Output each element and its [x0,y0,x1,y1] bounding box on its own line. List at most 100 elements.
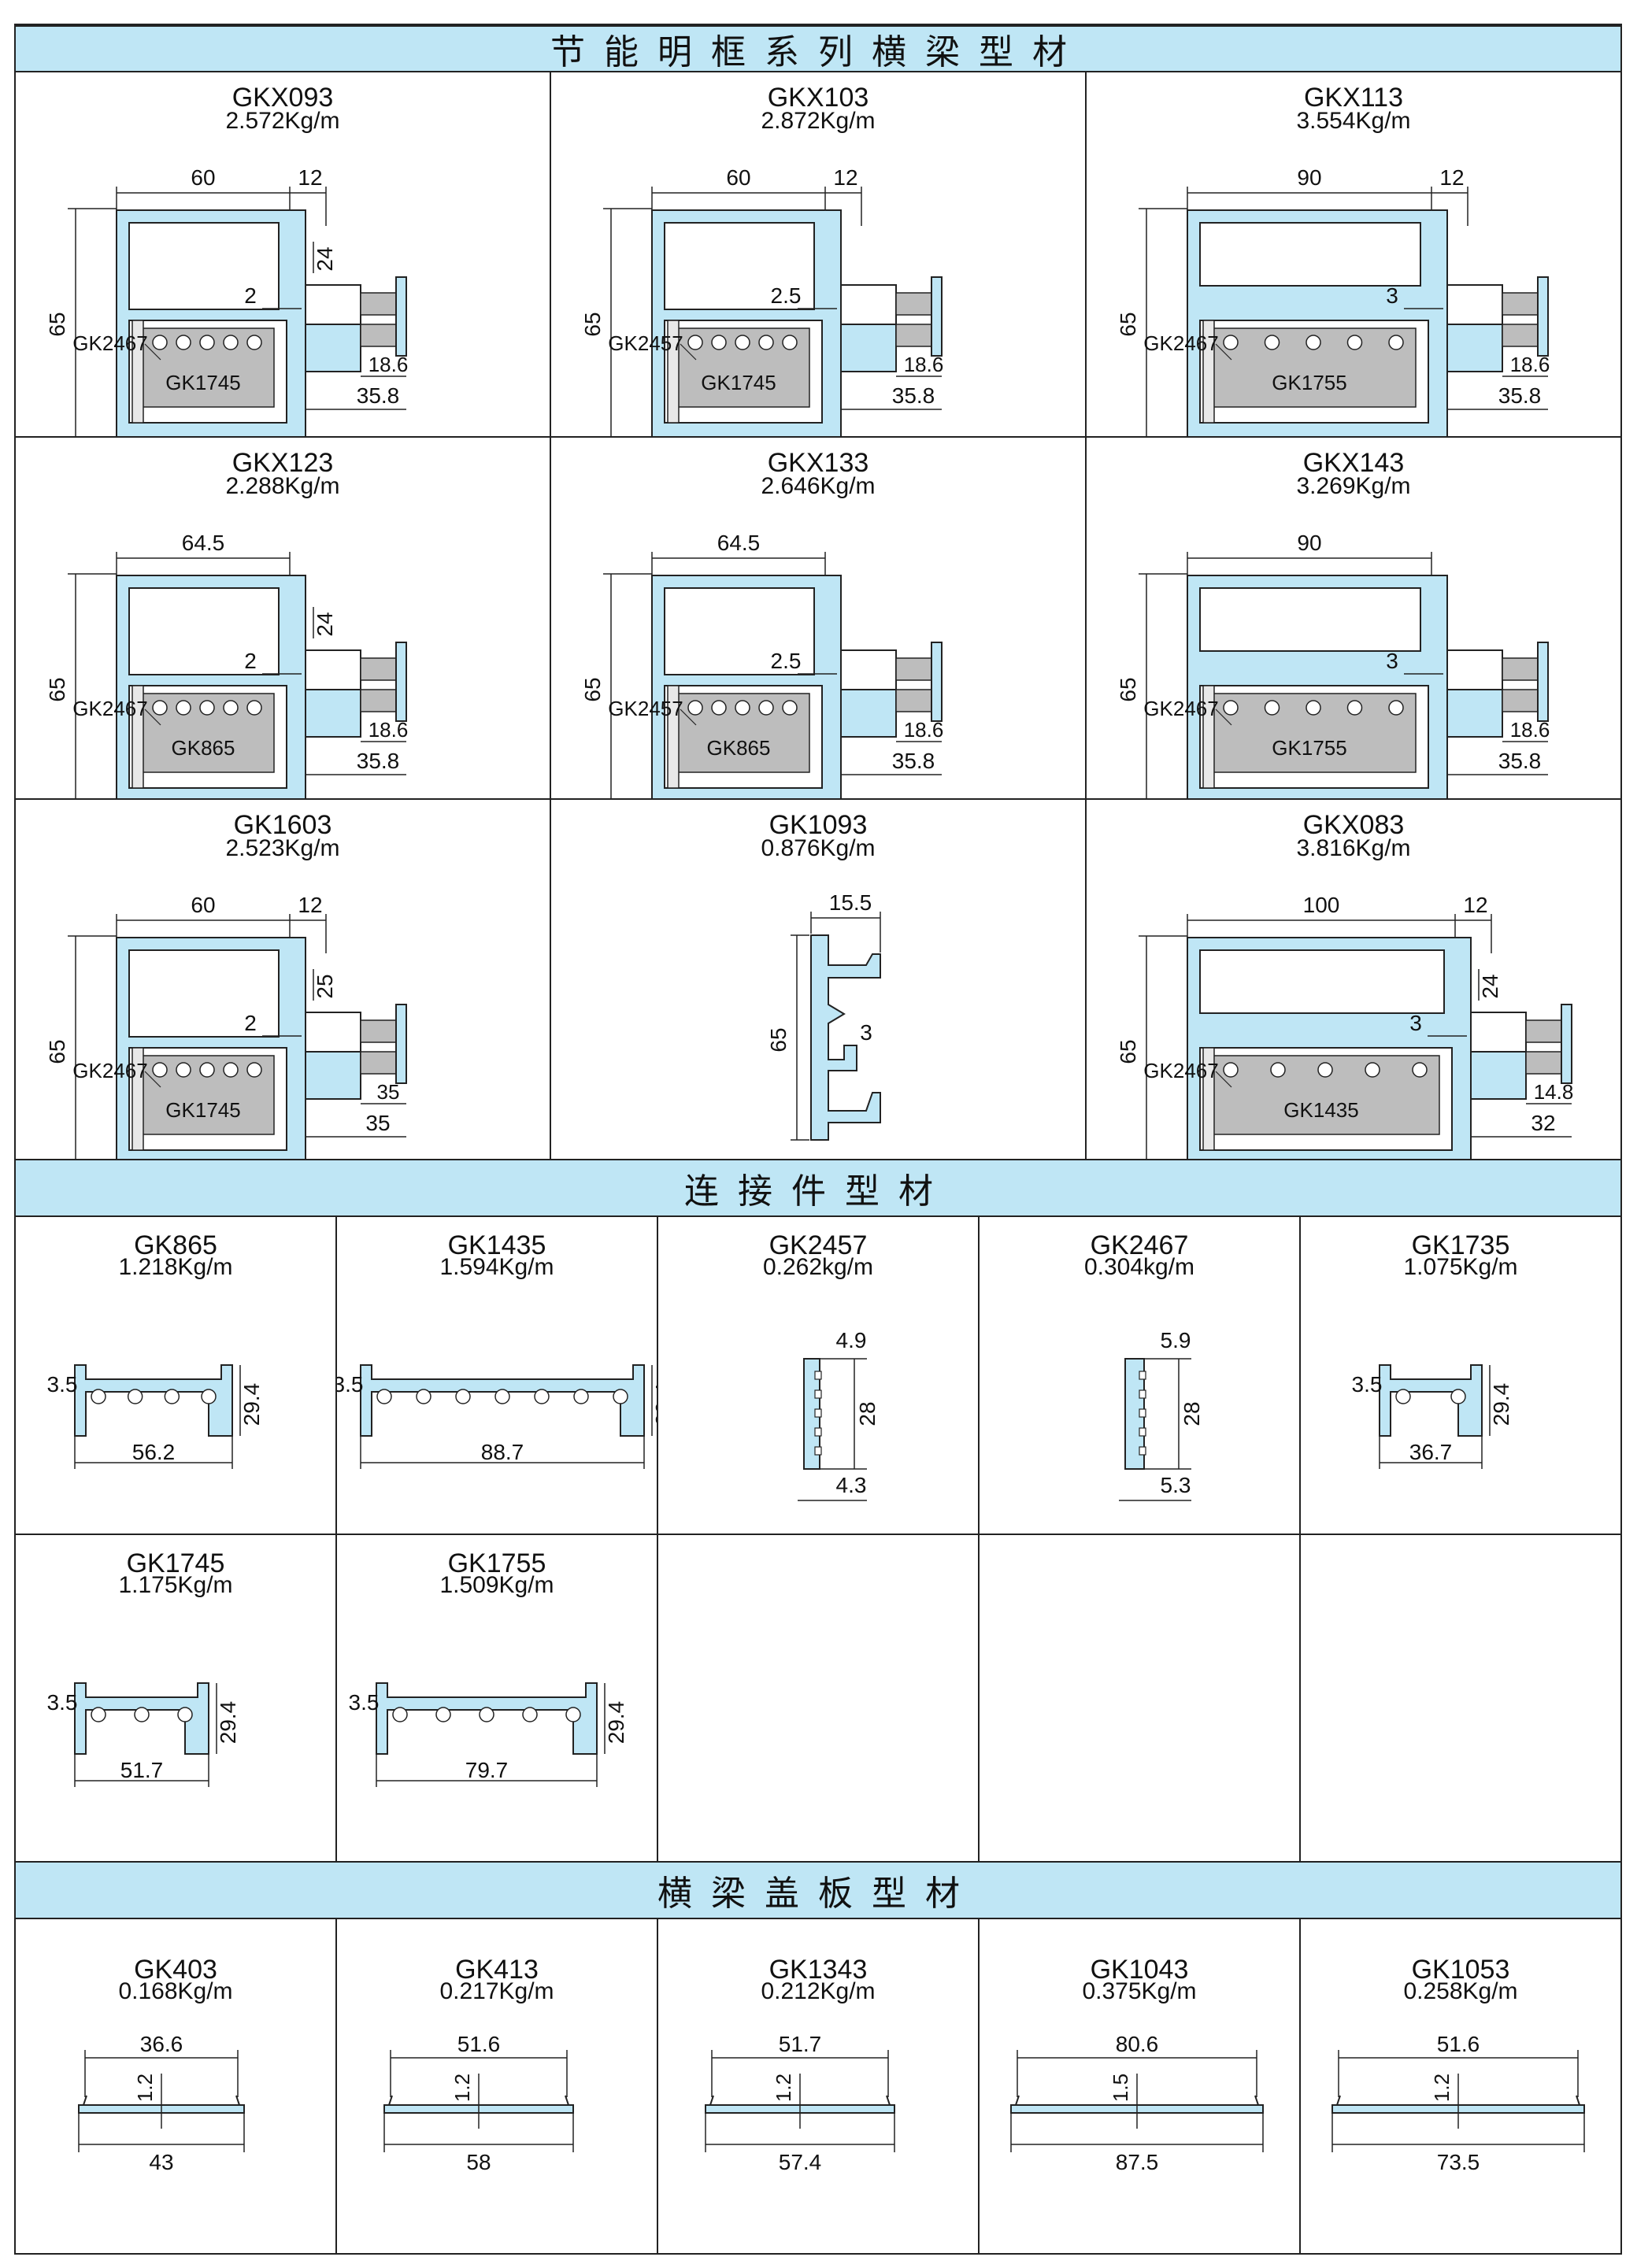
glazing-gasket [360,292,397,316]
insert-slot [1223,1062,1239,1078]
glazing-lip [931,276,943,357]
gasket-notch [814,1446,822,1456]
nose-chamber [1446,649,1503,690]
profile-code: GK1093 [769,810,868,840]
leader-line [144,1071,161,1088]
dimension-height: 65 [766,1027,791,1052]
dimension-wall: 3.5 [349,1690,380,1715]
insert-slot [735,700,750,716]
label-gasket: GK2467 [1143,697,1218,720]
dimension-thickness: 1.2 [450,2074,474,2102]
dimension-width: 79.7 [465,1758,509,1782]
profile-code: GK403 [134,1955,217,1985]
dimension-bottom: 73.5 [1437,2150,1480,2174]
profile-weight: 1.218Kg/m [118,1254,233,1280]
dimension-width: 51.7 [120,1758,164,1782]
screw-slot [376,1389,392,1404]
dimension-height: 28 [1180,1401,1204,1426]
dimension-gap: 3 [1386,649,1398,673]
insert-slot [758,700,774,716]
profile-weight: 0.217Kg/m [439,1978,554,2004]
screw-slot [455,1389,471,1404]
nose-lower [1446,324,1503,372]
cover-drawing: 80.61.587.5 [1010,2032,1264,2174]
dimension-gap: 2.5 [771,649,802,673]
dimension-r3: 35.8 [892,383,935,408]
insert-slot [1306,700,1321,716]
profile-weight: 2.288Kg/m [225,473,340,499]
empty-cell [1301,1535,1620,1861]
nose-lower [840,689,897,738]
dimension-gap: 2 [244,283,257,308]
dimension-top: 51.6 [457,2032,501,2056]
glazing-gasket [1502,324,1539,347]
dimension-height: 65 [1116,677,1140,701]
glazing-gasket [1502,657,1539,681]
insert-slot [1264,335,1280,350]
insert-slot [223,700,239,716]
glazing-gasket [1502,292,1539,316]
dimension-width: 60 [191,165,215,190]
insert-slot [199,700,215,716]
dimension-r1: 24 [1478,974,1502,998]
dimension-thickness: 1.2 [1430,2074,1454,2102]
dimension-wall: 3.5 [47,1690,78,1715]
profile-code: GKX133 [767,448,869,478]
dimension-top: 51.7 [779,2032,822,2056]
leader-line [680,709,697,726]
insert-slot [1223,335,1239,350]
dimension-width: 64.5 [717,531,761,555]
insert-slot [711,700,727,716]
profile-weight: 1.594Kg/m [439,1254,554,1280]
insert-slot [1306,335,1321,350]
glazing-lip [931,642,943,722]
cover-clip [709,2095,891,2106]
dimension-gap: 2 [244,1011,257,1035]
dimension-width: 60 [191,893,215,917]
nose-chamber [840,284,897,325]
dimension-height: 29.4 [651,1383,658,1426]
dimension-height: 65 [580,312,605,336]
label-gasket: GK2457 [608,697,683,720]
gasket-left [131,320,144,424]
dimension-r2: 14.8 [1534,1080,1574,1104]
dimension-width: 15.5 [829,890,872,915]
glazing-gasket [1525,1019,1562,1043]
dimension-height: 29.4 [1489,1383,1513,1426]
profile-code: GK1043 [1090,1955,1189,1985]
dimension-r3: 35.8 [357,383,400,408]
insert-slot [782,335,798,350]
dimension-height: 65 [1116,1039,1140,1064]
screw-slot [164,1389,180,1404]
dimension-bottom: 4.3 [836,1473,867,1497]
screw-slot [522,1707,538,1722]
gasket-left [1202,320,1215,424]
profile-weight: 2.646Kg/m [761,473,876,499]
dimension-width: 100 [1303,893,1340,917]
screw-slot [565,1707,581,1722]
profile-weight: 0.304kg/m [1083,1254,1195,1280]
profile-code: GK2467 [1090,1230,1189,1260]
label-insert: GK1745 [165,371,240,394]
dimension-height: 65 [45,312,69,336]
dimension-height: 65 [1116,312,1140,336]
